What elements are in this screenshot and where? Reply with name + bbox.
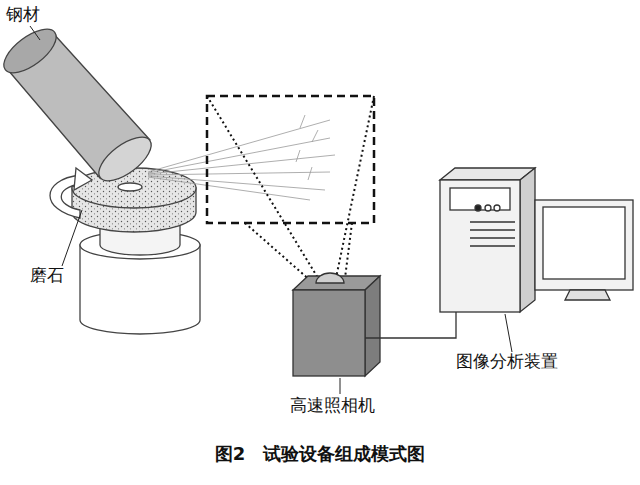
part-label: 高速照相机 xyxy=(290,396,375,415)
view-frame xyxy=(207,96,374,223)
spark-lines xyxy=(148,115,335,200)
part-label: 磨石 xyxy=(30,266,64,285)
image-analyzer xyxy=(440,168,633,312)
figure-caption: 图2 试验设备组成模式图 xyxy=(0,442,640,466)
steel-bar xyxy=(0,21,158,189)
part-label: 钢材 xyxy=(6,5,40,24)
leader-lines xyxy=(30,26,512,394)
view-lines xyxy=(207,96,374,282)
grinding-stone xyxy=(72,168,196,232)
high-speed-camera xyxy=(293,273,380,376)
rotation-arrow xyxy=(50,168,92,218)
part-label: 图像分析装置 xyxy=(456,352,558,371)
